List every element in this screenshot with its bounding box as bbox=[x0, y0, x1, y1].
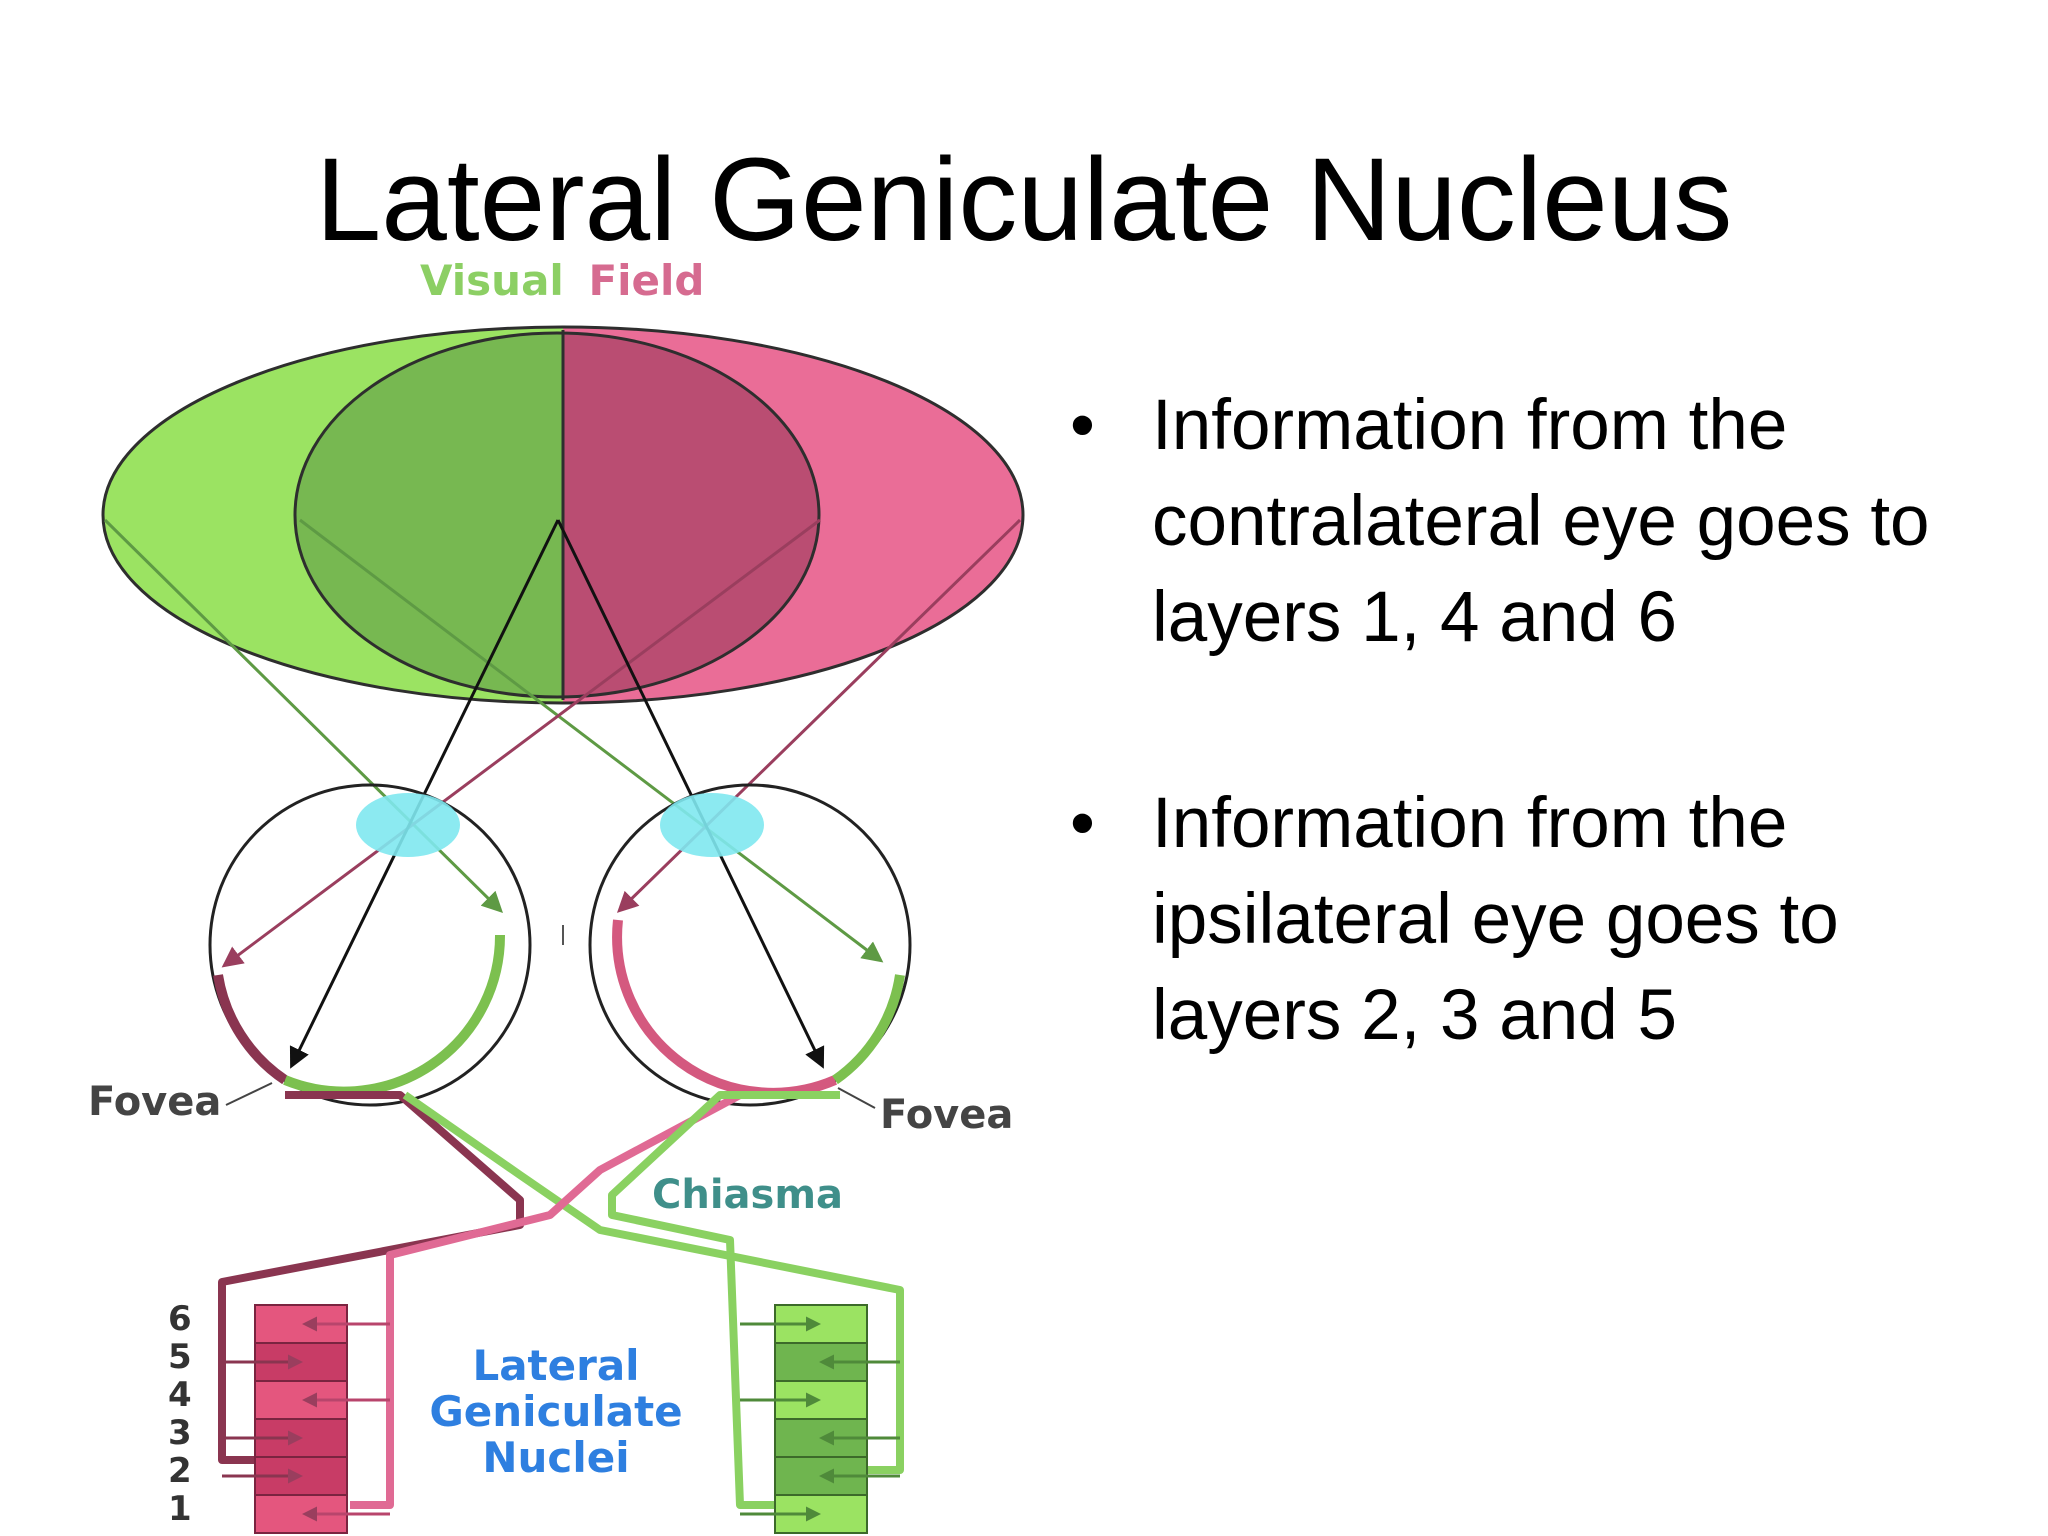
bullet-list: • Information from the contralateral eye… bbox=[1070, 378, 1990, 1174]
layer-numbers: 6 5 4 3 2 1 bbox=[168, 1299, 192, 1529]
fovea-right-label: Fovea bbox=[880, 1092, 1013, 1138]
visual-field bbox=[101, 325, 1025, 705]
layer-number-4: 4 bbox=[168, 1375, 192, 1415]
bullet-item: • Information from the ipsilateral eye g… bbox=[1070, 776, 1990, 1064]
bullet-text-ipsilateral: Information from the ipsilateral eye goe… bbox=[1152, 784, 1839, 1055]
optic-tracts bbox=[218, 1091, 904, 1509]
lgn-label-line3: Nuclei bbox=[482, 1433, 629, 1482]
layer-number-5: 5 bbox=[168, 1337, 192, 1377]
visual-field-word-visual: Visual bbox=[420, 256, 564, 305]
layer-number-3: 3 bbox=[168, 1413, 192, 1453]
layer-number-6: 6 bbox=[168, 1299, 192, 1339]
visual-field-word-field: Field bbox=[588, 256, 704, 305]
layer-number-1: 1 bbox=[168, 1489, 192, 1529]
bullet-marker: • bbox=[1070, 386, 1095, 465]
chiasma-label: Chiasma bbox=[652, 1172, 843, 1218]
right-eye-lens bbox=[660, 793, 764, 857]
left-lgn bbox=[222, 1304, 390, 1534]
bullet-text-contralateral: Information from the contralateral eye g… bbox=[1152, 386, 1930, 657]
bullet-item: • Information from the contralateral eye… bbox=[1070, 378, 1990, 666]
left-eye-lens bbox=[356, 793, 460, 857]
right-lgn bbox=[740, 1304, 900, 1534]
lgn-label-line1: Lateral bbox=[472, 1341, 639, 1390]
bullet-marker: • bbox=[1070, 784, 1095, 863]
lgn-label-line2: Geniculate bbox=[429, 1387, 682, 1436]
left-eye bbox=[208, 783, 532, 1107]
slide-title: Lateral Geniculate Nucleus bbox=[315, 134, 1733, 266]
visual-field-label: Visual Field bbox=[420, 256, 704, 305]
fovea-left-label: Fovea bbox=[88, 1079, 221, 1125]
lgn-label: Lateral Geniculate Nuclei bbox=[429, 1341, 682, 1482]
layer-number-2: 2 bbox=[168, 1451, 192, 1491]
